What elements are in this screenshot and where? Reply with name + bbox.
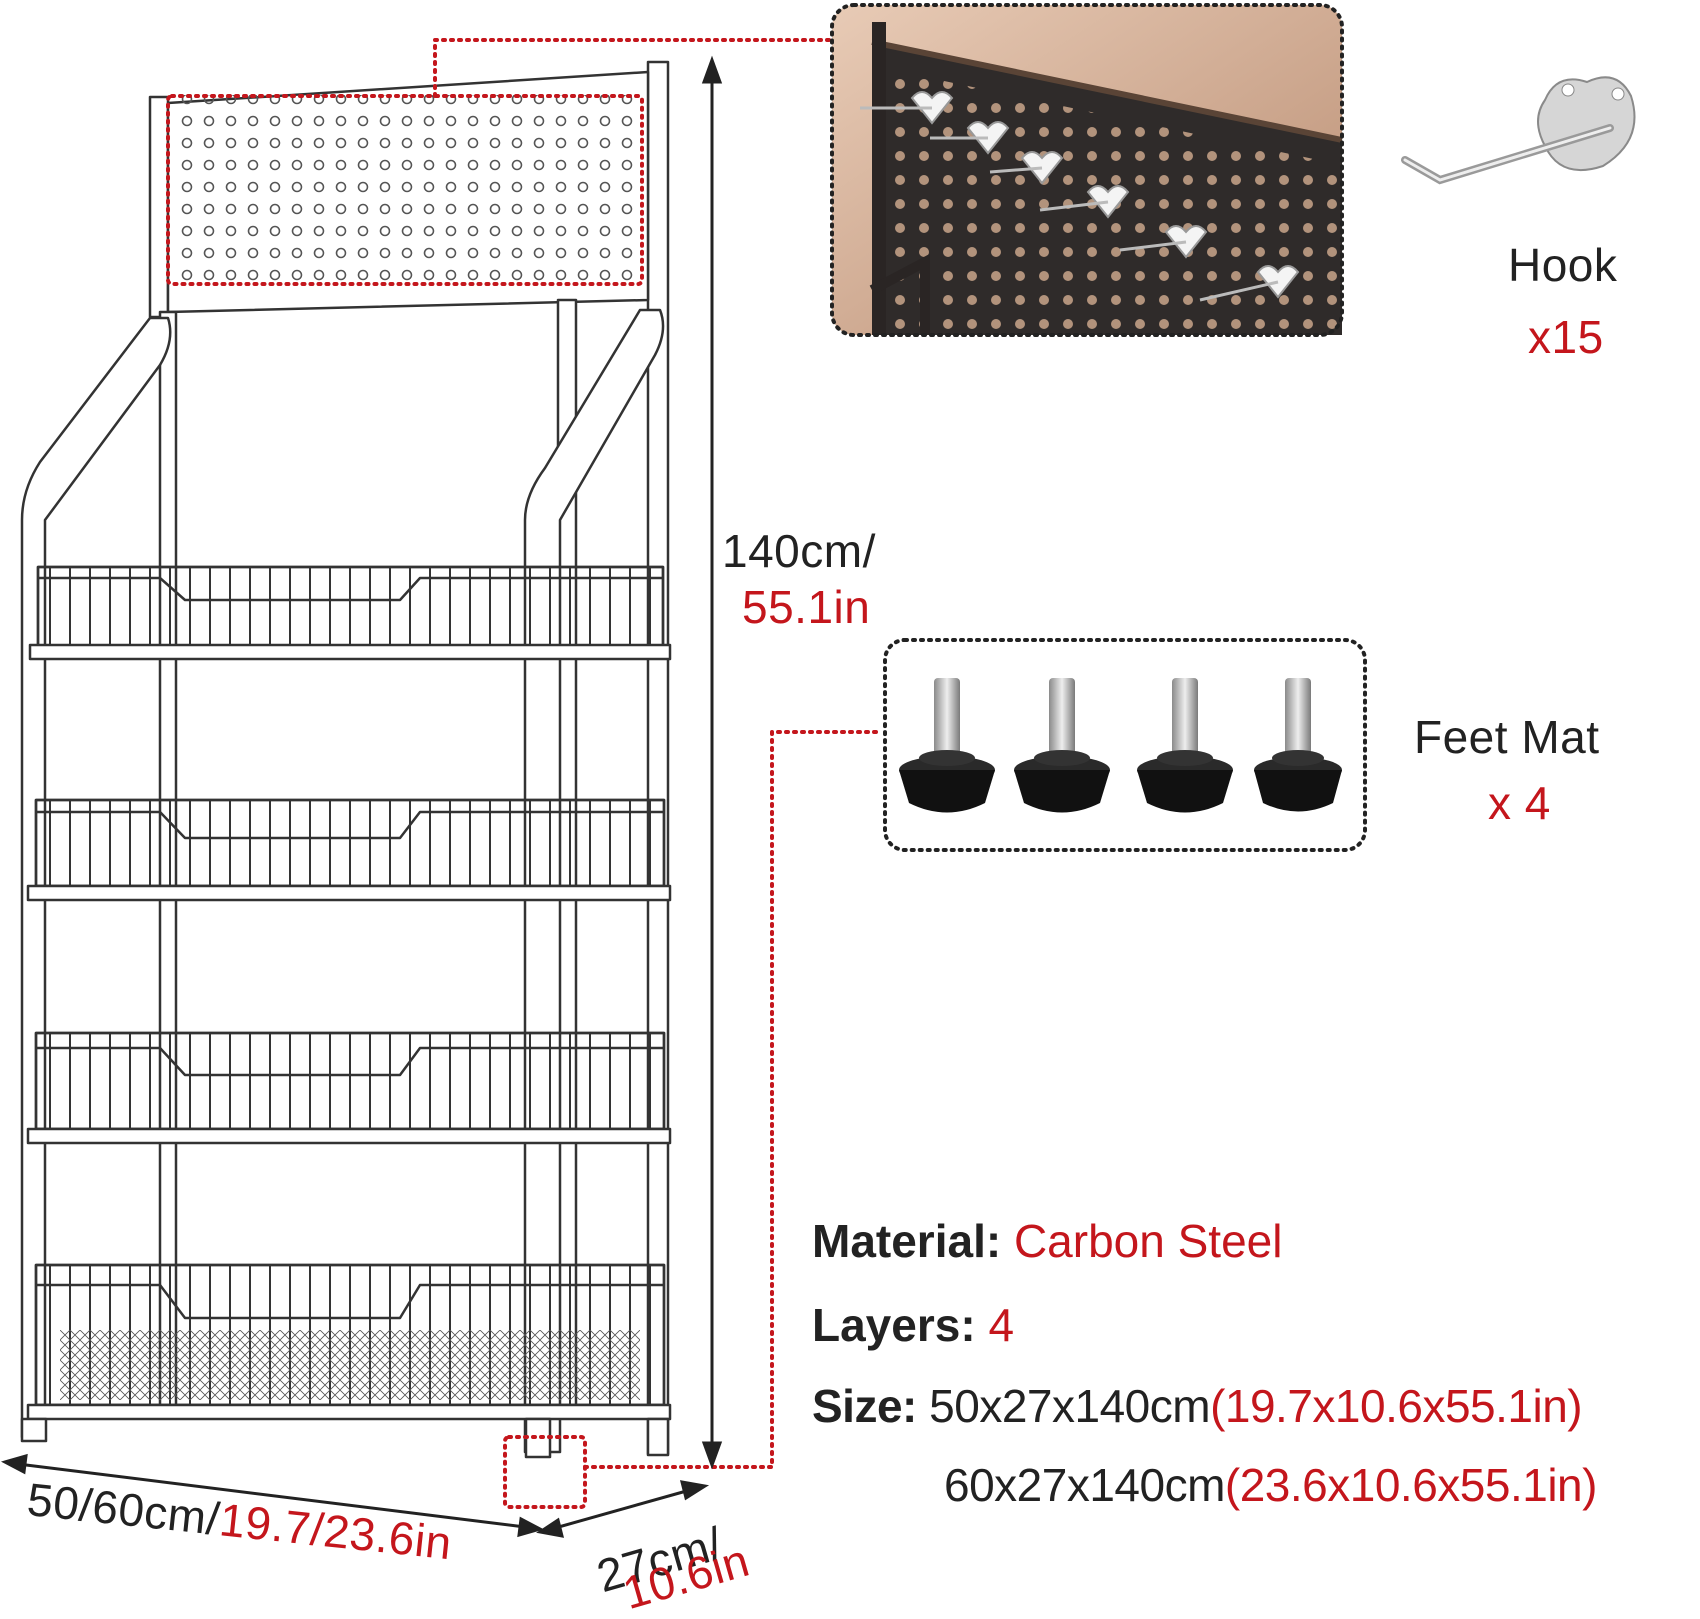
feet-mat-count: x 4: [1488, 777, 1551, 829]
spec-layers-value: 4: [988, 1299, 1015, 1351]
leveling-foot-icon: [1254, 678, 1342, 812]
spec-material-value: Carbon Steel: [1013, 1215, 1283, 1267]
spec-size1-metric: 50x27x140cm: [929, 1380, 1211, 1432]
shelf-drawing: [20, 60, 672, 1459]
foot-callout: [503, 730, 882, 1509]
hook-icon: [1401, 76, 1636, 185]
hook-label: Hook: [1508, 239, 1618, 291]
spec-size-label: Size:: [812, 1380, 917, 1432]
spec-material-label: Material:: [812, 1215, 1002, 1267]
width-dimension-arrow: [0, 1453, 545, 1538]
spec-size2-imperial: (23.6x10.6x55.1in): [1224, 1459, 1598, 1511]
feet-photo: [883, 638, 1367, 852]
height-imperial: 55.1in: [742, 581, 871, 633]
height-metric: 140cm/: [722, 525, 876, 577]
spec-size2-metric: 60x27x140cm: [944, 1459, 1225, 1511]
hook-count: x15: [1528, 311, 1604, 363]
spec-size: Size: 50x27x140cm(19.7x10.6x55.1in): [812, 1380, 1583, 1432]
leveling-foot-icon: [1137, 678, 1233, 813]
leveling-foot-icon: [899, 678, 995, 813]
leveling-foot-icon: [1014, 678, 1110, 813]
pegboard-callout: [166, 38, 832, 286]
depth-dimension-arrow: [536, 1480, 710, 1538]
pegboard-photo: [830, 3, 1344, 337]
spec-layers-label: Layers:: [812, 1299, 976, 1351]
spec-size1-imperial: (19.7x10.6x55.1in): [1210, 1380, 1583, 1432]
spec-material: Material: Carbon Steel: [812, 1218, 1282, 1264]
height-dimension-arrow: [701, 55, 723, 1470]
feet-mat-label: Feet Mat: [1414, 711, 1600, 763]
spec-layers: Layers: 4: [812, 1302, 1014, 1348]
spec-size-row2: 60x27x140cm(23.6x10.6x55.1in): [944, 1462, 1597, 1508]
